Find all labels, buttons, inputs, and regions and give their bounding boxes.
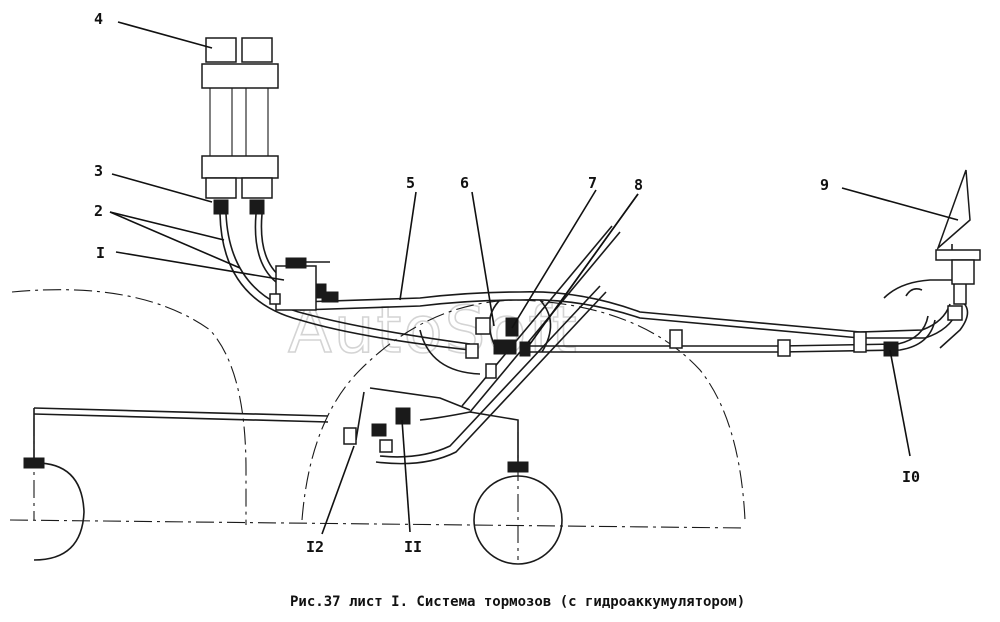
brake-pedal [935, 169, 981, 285]
callout-labels: 4 3 2 I 5 6 7 8 9 I0 II I2 [94, 10, 920, 556]
callout-10: I0 [902, 468, 920, 486]
callout-8: 8 [634, 176, 643, 194]
wheel-axis-line [9, 519, 746, 529]
figure-caption: Рис.37 лист I. Система тормозов (с гидро… [290, 594, 745, 610]
brake-valve [269, 257, 339, 311]
front-wheel-arc [11, 289, 247, 525]
fitting-3-right [249, 199, 265, 215]
hydraulic-accumulators [201, 37, 279, 215]
callout-2: 2 [94, 202, 103, 220]
rear-hub [473, 475, 563, 565]
wheel-hubs [23, 457, 563, 565]
rear-hub-fitting [507, 461, 529, 473]
brake-rod [33, 387, 519, 462]
callout-I: I [96, 244, 105, 262]
callout-leaders [109, 21, 959, 535]
callout-7: 7 [588, 174, 597, 192]
callout-5: 5 [406, 174, 415, 192]
callout-11: II [404, 538, 422, 556]
callout-4: 4 [94, 10, 103, 28]
front-hub [33, 462, 85, 561]
callout-3: 3 [94, 162, 103, 180]
callout-6: 6 [460, 174, 469, 192]
callout-9: 9 [820, 176, 829, 194]
callout-12: I2 [306, 538, 324, 556]
fitting-3-left [213, 199, 229, 215]
